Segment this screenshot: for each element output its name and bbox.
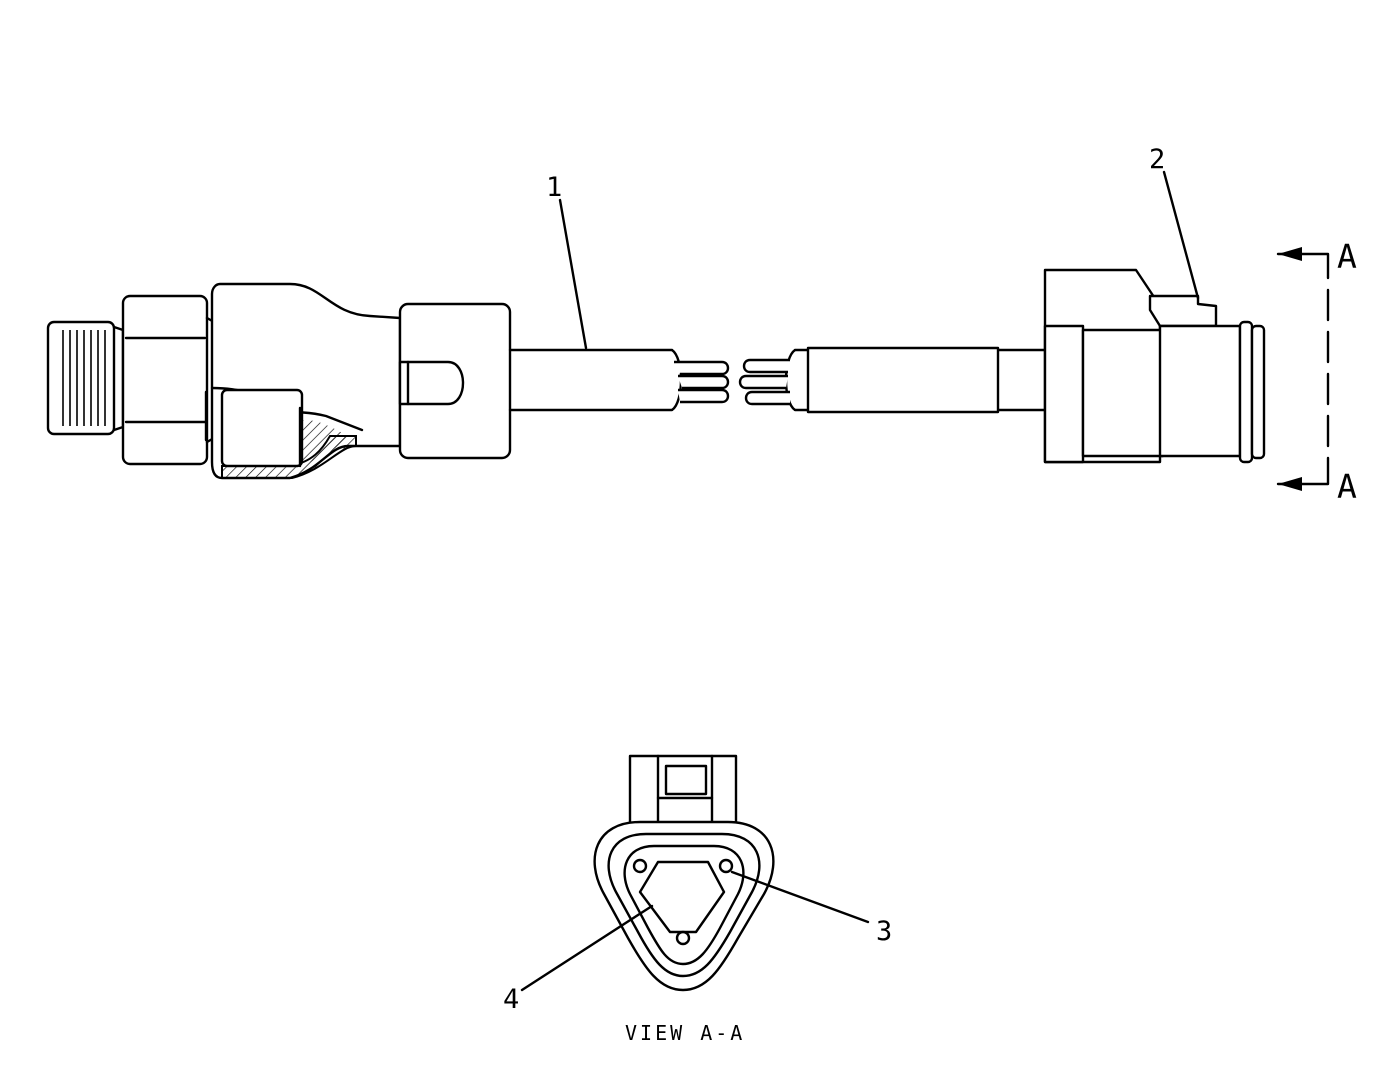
callout-3: 3 [730,870,892,947]
section-marker-a-a: A A [1276,237,1357,506]
terminal-cavity-a [632,858,648,874]
connector-insert [638,860,726,934]
sensor-assembly [46,282,512,480]
connector-latch [628,754,738,832]
terminal-cavity-b [718,858,734,874]
view-caption: VIEW A-A [625,1021,745,1045]
terminal-cavity-c [675,930,691,946]
cable-right [738,346,1047,414]
callout-4: 4 [503,904,654,1015]
molded-housing [204,282,402,480]
section-label-top: A [1337,237,1357,276]
section-label-bottom: A [1337,467,1357,506]
callout-1: 1 [546,172,588,350]
callout-2: 2 [1149,144,1200,300]
view-a-a: VIEW A-A [593,754,775,1045]
connector-assembly [1043,268,1266,464]
threaded-fitting [46,320,125,436]
callout-label-2: 2 [1149,144,1165,175]
callout-label-4: 4 [503,984,519,1015]
connector-shell-seal [623,844,745,966]
strain-relief-collar [398,302,512,460]
connector-shell-inner [607,832,761,978]
callout-label-1: 1 [546,172,562,203]
hex-nut [121,294,216,466]
cable-left [508,348,730,412]
callout-label-3: 3 [876,916,892,947]
